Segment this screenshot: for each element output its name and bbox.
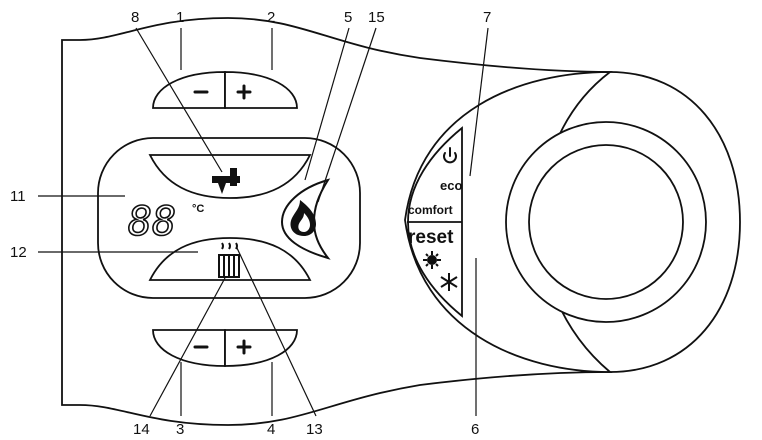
display-top-arc xyxy=(148,154,312,199)
reset-label: reset xyxy=(408,227,454,248)
callout-15: 15 xyxy=(368,9,385,26)
panel-housing xyxy=(61,17,741,426)
temperature-digits: 88 xyxy=(128,199,176,245)
temperature-unit: °C xyxy=(192,203,204,215)
callout-8: 8 xyxy=(131,9,139,26)
comfort-label: comfort xyxy=(408,203,453,217)
radiator-icon xyxy=(218,242,240,278)
callout-11: 11 xyxy=(10,188,26,205)
callout-12: 12 xyxy=(10,244,27,261)
dhw-minus-button[interactable] xyxy=(152,71,226,109)
eco-label: eco xyxy=(440,178,462,193)
sun-icon xyxy=(423,251,441,269)
flame-icon xyxy=(290,200,316,236)
callout-6: 6 xyxy=(471,421,479,438)
callout-2: 2 xyxy=(267,9,275,26)
selector-knob[interactable] xyxy=(528,144,684,300)
power-icon xyxy=(443,147,457,164)
tap-icon xyxy=(212,168,240,194)
callout-7: 7 xyxy=(483,9,491,26)
callout-4: 4 xyxy=(267,421,275,438)
callout-1: 1 xyxy=(176,9,184,26)
callout-13: 13 xyxy=(306,421,323,438)
callout-14: 14 xyxy=(133,421,150,438)
heating-plus-button[interactable] xyxy=(224,329,298,367)
callout-3: 3 xyxy=(176,421,184,438)
callout-5: 5 xyxy=(344,9,352,26)
snowflake-icon xyxy=(440,273,458,291)
display-bottom-arc xyxy=(148,237,312,281)
